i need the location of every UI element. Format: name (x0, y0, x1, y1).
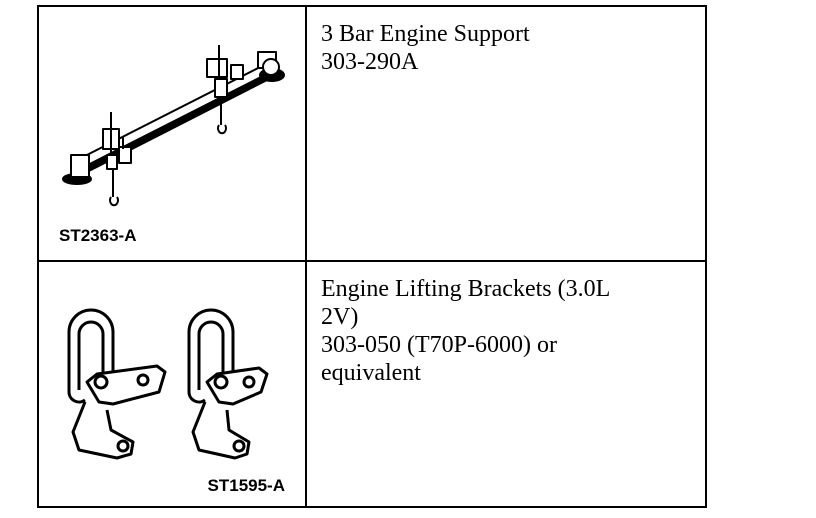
tool-row: ST2363-A 3 Bar Engine Support 303-290A (37, 5, 707, 262)
tool-description-cell: 3 Bar Engine Support 303-290A (305, 5, 707, 262)
image-id-label: ST1595-A (207, 476, 285, 495)
tool-description: 3 Bar Engine Support 303-290A (307, 7, 705, 76)
image-id-label: ST2363-A (59, 226, 137, 245)
tool-number: 303-290A (321, 49, 419, 75)
tool-name: 3 Bar Engine Support (321, 21, 530, 47)
engine-support-bar-illustration (62, 45, 285, 207)
lifting-bracket-illustration (67, 308, 269, 460)
tool-row: ST1595-A Engine Lifting Brackets (3.0L 2… (37, 260, 707, 508)
tool-image-cell: ST1595-A (37, 260, 307, 508)
tool-equivalent-note: equivalent (321, 360, 421, 386)
tool-image-cell: ST2363-A (37, 5, 307, 262)
tool-name-line: 2V) (321, 304, 359, 330)
tool-description-cell: Engine Lifting Brackets (3.0L 2V) 303-05… (305, 260, 707, 508)
tool-description: Engine Lifting Brackets (3.0L 2V) 303-05… (307, 262, 705, 387)
tool-number: 303-050 (T70P-6000) or (321, 332, 557, 358)
special-tools-table: ST2363-A 3 Bar Engine Support 303-290A (37, 5, 707, 508)
tool-name-line: Engine Lifting Brackets (3.0L (321, 276, 611, 302)
